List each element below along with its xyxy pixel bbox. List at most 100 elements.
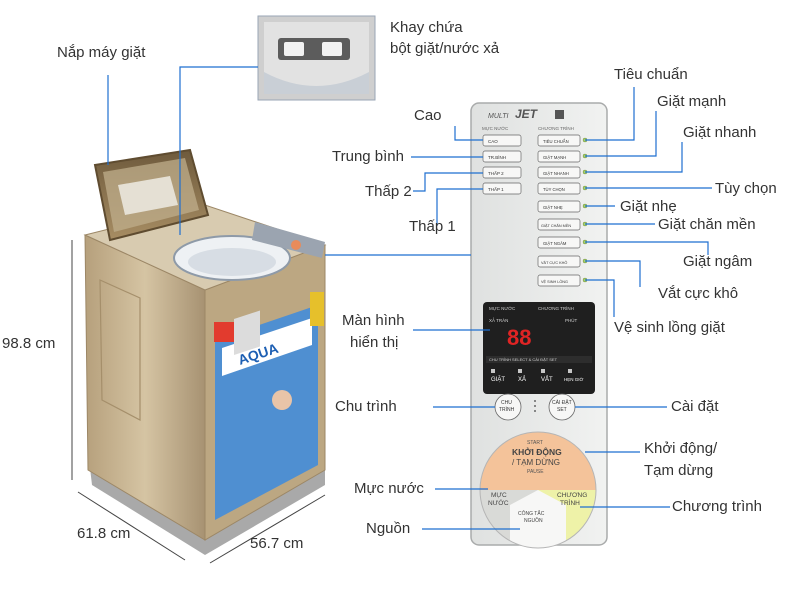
- panel-brand-logo: [555, 110, 564, 119]
- poster-person: [272, 390, 292, 410]
- btn-water-low2-label: THẤP 2: [488, 170, 504, 176]
- poster-product: [234, 310, 260, 355]
- label-prog-soak: Giặt ngâm: [683, 253, 753, 270]
- program-btn-text-1: CHƯƠNG: [557, 492, 587, 499]
- btn-prog-custom[interactable]: TÙY CHỌN: [537, 182, 581, 195]
- label-water-medium: Trung bình: [332, 148, 404, 165]
- btn-prog-standard[interactable]: TIÊU CHUẨN: [537, 134, 581, 147]
- tray-drum-edge: [264, 72, 369, 94]
- btn-water-low2[interactable]: THẤP 2: [482, 166, 522, 179]
- water-level-buttons: CAO TR.BÌNH THẤP 2 THẤP 1: [482, 134, 522, 195]
- display-rinse: XẢ TRÀN: [489, 317, 508, 323]
- display-cycle-timer: HẸN GIỜ: [564, 376, 584, 382]
- lid-panel: [118, 176, 178, 215]
- depth-line: [77, 491, 186, 561]
- leader-prog-soak: [585, 241, 709, 255]
- tray-slot-left: [284, 42, 304, 56]
- dimension-lines: [71, 240, 326, 564]
- label-prog-extra-dry: Vắt cực khô: [658, 285, 739, 302]
- display-cycle-strip: CHU TRÌNH SELECT & CÀI ĐẶT SET: [489, 357, 558, 362]
- panel-brand-jet: JET: [515, 107, 539, 121]
- btn-prog-strong[interactable]: GIẶT MẠNH: [537, 150, 581, 163]
- panel-brand-multi: MULTI: [488, 113, 509, 120]
- water-btn-text-1: MỰC: [491, 492, 507, 499]
- label-water-low2: Thấp 2: [365, 183, 412, 200]
- btn-prog-tub-clean-label: VỆ SINH LỒNG: [541, 279, 568, 284]
- leader-prog-extra-dry: [585, 260, 641, 287]
- leader-water-low2: [413, 172, 483, 192]
- btn-prog-quick[interactable]: GIẶT NHANH: [537, 166, 581, 179]
- label-prog-blanket: Giặt chăn mền: [658, 216, 756, 233]
- btn-power-big[interactable]: [510, 490, 566, 550]
- btn-water-medium-label: TR.BÌNH: [488, 154, 506, 160]
- display-digits: 88: [507, 325, 531, 350]
- btn-prog-soak[interactable]: GIẶT NGÂM: [537, 236, 581, 249]
- btn-prog-extra-dry[interactable]: VẮT CỰC KHÔ: [537, 255, 581, 268]
- label-prog-custom: Tùy chọn: [715, 180, 777, 197]
- leader-prog-quick: [585, 142, 683, 173]
- btn-water-medium[interactable]: TR.BÌNH: [482, 150, 522, 163]
- btn-prog-gentle-label: GIẶT NHẸ: [543, 205, 563, 210]
- label-prog-strong: Giặt mạnh: [657, 93, 727, 110]
- label-tray-line1: Khay chứa: [390, 19, 463, 36]
- dim-depth: 61.8 cm: [77, 525, 131, 542]
- label-display-line2: hiển thị: [350, 334, 399, 351]
- label-display-line1: Màn hình: [342, 312, 405, 329]
- btn-water-high[interactable]: CAO: [482, 134, 522, 147]
- label-prog-tub-clean: Vệ sinh lồng giặt: [614, 319, 725, 336]
- display-background: [483, 302, 595, 394]
- front-panel-line: [99, 279, 141, 421]
- label-prog-standard: Tiêu chuẩn: [614, 66, 688, 83]
- cycle-set-separator: [534, 400, 536, 412]
- btn-set[interactable]: CÀI ĐẶT SET: [548, 393, 576, 421]
- display-cycle-wash: GIẶT: [491, 376, 505, 383]
- tray-inset: [257, 15, 376, 101]
- machine-control-strip: [252, 222, 325, 258]
- machine-start-knob: [291, 240, 301, 250]
- display-cycle-rinse: XẢ: [518, 376, 526, 383]
- leader-water-low1: [436, 188, 483, 226]
- display-cycle-spin: VẮT: [541, 375, 553, 383]
- btn-prog-gentle[interactable]: GIẶT NHẸ: [537, 200, 581, 213]
- btn-water-low1[interactable]: THẤP 1: [482, 182, 522, 195]
- label-prog-quick: Giặt nhanh: [683, 124, 757, 141]
- washing-machine: AQUA: [83, 148, 327, 555]
- btn-cycle-label-1: CHU: [501, 400, 512, 406]
- btn-cycle-label-2: TRÌNH: [499, 406, 515, 413]
- display-minutes: PHÚT: [565, 317, 578, 323]
- label-start-line1: Khởi động/: [644, 440, 718, 457]
- start-pause-text: PAUSE: [527, 469, 544, 475]
- label-cycle: Chu trình: [335, 398, 397, 415]
- power-btn-text-2: NGUỒN: [524, 517, 543, 524]
- start-mid-text: KHỞI ĐỘNG: [512, 446, 562, 457]
- width-line: [209, 494, 326, 564]
- label-water-high: Cao: [414, 107, 442, 124]
- leader-tray: [179, 66, 258, 235]
- leader-prog-standard: [585, 87, 635, 141]
- btn-prog-blanket[interactable]: GIẶT CHĂN MỀN: [537, 218, 581, 231]
- label-start-line2: Tạm dừng: [644, 462, 714, 479]
- poster-header: [222, 318, 312, 376]
- btn-prog-soak-label: GIẶT NGÂM: [543, 241, 567, 246]
- btn-prog-tub-clean[interactable]: VỆ SINH LỒNG: [537, 274, 581, 287]
- big-buttons-ring: [479, 431, 597, 549]
- btn-water-high-label: CAO: [488, 139, 498, 144]
- dim-height: 98.8 cm: [2, 335, 56, 352]
- leader-water-high: [454, 126, 483, 141]
- control-panel: MULTI JET MỰC NƯỚC CHƯƠNG TRÌNH CAO TR.B…: [470, 102, 608, 550]
- btn-prog-extra-dry-label: VẮT CỰC KHÔ: [541, 260, 567, 265]
- btn-prog-standard-label: TIÊU CHUẨN: [543, 139, 569, 144]
- btn-prog-blanket-label: GIẶT CHĂN MỀN: [541, 223, 571, 228]
- tray-slot-right: [322, 42, 342, 56]
- panel-col-program: CHƯƠNG TRÌNH: [538, 125, 574, 131]
- label-power: Nguồn: [366, 520, 411, 537]
- label-water-level: Mực nước: [354, 480, 424, 497]
- btn-cycle[interactable]: CHU TRÌNH: [494, 393, 522, 421]
- poster-badge-red: [214, 322, 234, 342]
- btn-prog-custom-label: TÙY CHỌN: [543, 187, 565, 192]
- btn-set-label-1: CÀI ĐẶT: [552, 399, 572, 406]
- label-program: Chương trình: [672, 498, 762, 515]
- label-settings: Cài đặt: [671, 398, 719, 415]
